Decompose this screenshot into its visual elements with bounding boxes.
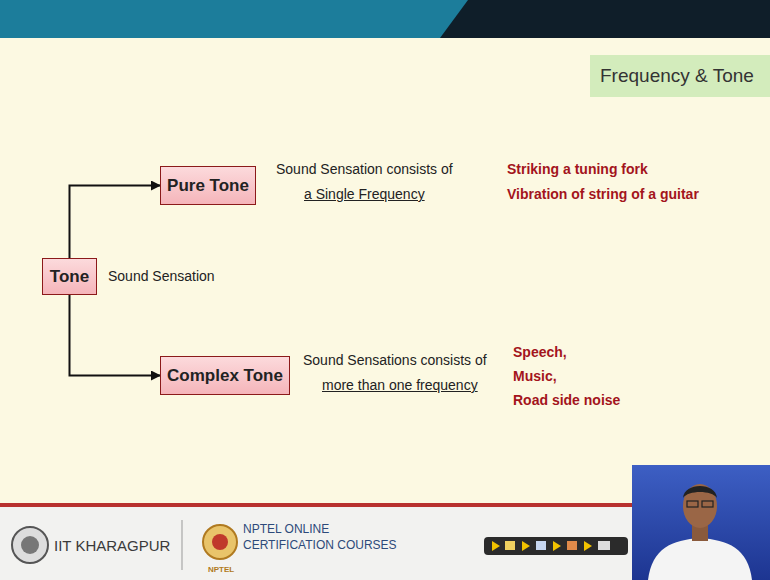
logo-caption: NPTEL xyxy=(208,565,234,574)
tone-box: Tone xyxy=(42,258,97,295)
box-label: Complex Tone xyxy=(167,366,283,386)
speaker-video xyxy=(632,465,770,580)
course-banner: NPTEL ONLINE xyxy=(243,522,329,536)
toolbar xyxy=(484,537,628,555)
toolbar-icon xyxy=(553,541,561,551)
course-banner: CERTIFICATION COURSES xyxy=(243,538,397,552)
iit-logo xyxy=(12,527,48,563)
slide-title: Frequency & Tone xyxy=(590,55,770,97)
logo-core xyxy=(212,534,228,550)
toolbar-icon xyxy=(567,541,577,550)
top-band xyxy=(0,0,770,38)
footer-divider xyxy=(182,520,183,570)
toolbar-icon xyxy=(522,541,530,551)
definition-text: Sound Sensation consists of xyxy=(276,161,453,177)
toolbar-strip xyxy=(484,537,628,555)
speaker-glasses xyxy=(687,501,698,507)
arrow-connector xyxy=(70,186,161,259)
annotation: Sound Sensation xyxy=(108,268,215,284)
tone-box: Complex Tone xyxy=(160,356,290,395)
institute-name: IIT KHARAGPUR xyxy=(54,537,170,554)
definition-text: a Single Frequency xyxy=(304,186,425,202)
arrow-connector xyxy=(70,295,161,376)
speaker-head xyxy=(683,484,717,528)
speaker-hair xyxy=(683,486,717,498)
toolbar-icon xyxy=(598,541,610,550)
toolbar-icon xyxy=(584,541,592,551)
box-label: Tone xyxy=(50,267,89,287)
example-text: Road side noise xyxy=(513,392,620,408)
video-background xyxy=(632,465,770,580)
toolbar-icon xyxy=(536,541,546,550)
toolbar-icon xyxy=(505,541,515,550)
tone-box: Pure Tone xyxy=(160,166,256,205)
speaker-shirt xyxy=(648,538,752,580)
nptel-logo xyxy=(203,525,237,559)
example-text: Vibration of string of a guitar xyxy=(507,186,699,202)
box-label: Pure Tone xyxy=(167,176,249,196)
logo-ring xyxy=(203,525,237,559)
toolbar-icon xyxy=(492,541,500,551)
definition-text: Sound Sensations consists of xyxy=(303,352,487,368)
example-text: Speech, xyxy=(513,344,567,360)
example-text: Music, xyxy=(513,368,557,384)
definition-text: more than one frequency xyxy=(322,377,478,393)
logo-ring xyxy=(12,527,48,563)
speaker-glasses xyxy=(702,501,713,507)
logo-core xyxy=(21,536,39,554)
top-dark-band xyxy=(440,0,770,38)
example-text: Striking a tuning fork xyxy=(507,161,648,177)
